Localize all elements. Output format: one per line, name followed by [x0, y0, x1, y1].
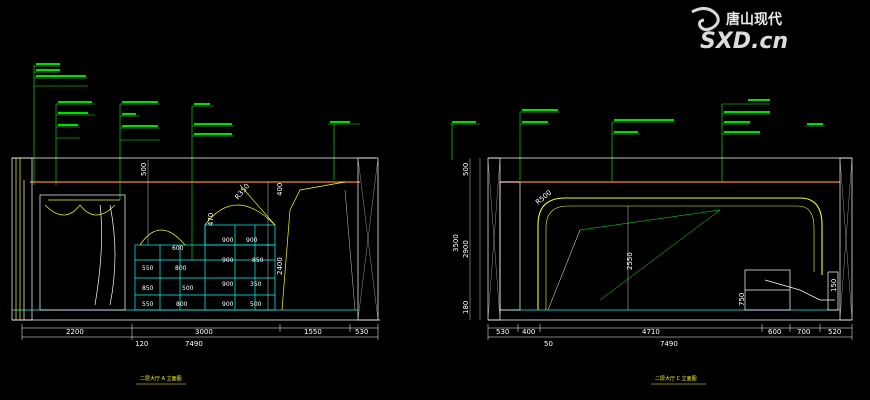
- elevation-a-shelf-cells: 900 900 550 800 900 850 500 900 850 550 …: [142, 237, 264, 308]
- elevation-a-angle-label: R350: [233, 182, 251, 201]
- elevation-c-dim: 530: [496, 328, 509, 336]
- watermark-logo: 唐山现代 SXD.cn: [691, 7, 788, 54]
- elevation-c-dim: 700: [797, 328, 810, 336]
- shelf-cell-value: 900: [222, 281, 234, 288]
- elevation-a-dim-sub: 120: [135, 340, 148, 348]
- elevation-a-vdim: 2400: [276, 257, 284, 275]
- elevation-a-notes: [36, 63, 350, 135]
- elevation-a-dimension-lines: [21, 324, 379, 340]
- elevation-a-vdim: 400: [276, 183, 284, 196]
- elevation-c-dim: 600: [768, 328, 781, 336]
- elevation-c-angle-label: R500: [534, 189, 553, 207]
- elevation-c-frame: [469, 157, 853, 321]
- elevation-c-vdim: 3500: [452, 234, 460, 252]
- shelf-cell-value: 900: [246, 237, 258, 244]
- shelf-cell-value: 500: [250, 301, 262, 308]
- elevation-a: 500 400 2400 R350 470 900 900 550 800 90…: [11, 63, 380, 385]
- watermark-brand-cn: 唐山现代: [726, 11, 782, 28]
- elevation-c-dim-total: 7490: [660, 340, 678, 348]
- shelf-cell-value: 900: [222, 301, 234, 308]
- elevation-c-vdim: 2550: [626, 252, 634, 270]
- shelf-cell-value: 800: [175, 265, 187, 272]
- elevation-a-dim: 3000: [195, 328, 213, 336]
- elevation-a-leaders: [33, 65, 360, 260]
- elevation-c-dim-sub: 50: [544, 340, 553, 348]
- elevation-c-dimension-lines: [487, 324, 853, 340]
- shelf-cell-value: 550: [142, 301, 154, 308]
- elevation-c-notes: [452, 99, 823, 133]
- shelf-cell-value: 600: [172, 245, 184, 252]
- elevation-c-vdim: 150: [830, 279, 838, 292]
- elevation-a-frame: [11, 157, 380, 321]
- shelf-cell-value: 350: [250, 281, 262, 288]
- elevation-c-dim: 520: [828, 328, 841, 336]
- shelf-cell-value: 800: [176, 301, 188, 308]
- elevation-a-dim-total: 7490: [185, 340, 203, 348]
- logo-swirl-icon: [691, 7, 720, 32]
- elevation-a-dim: 1550: [304, 328, 322, 336]
- shelf-cell-value: 850: [252, 257, 264, 264]
- elevation-a-angle-label: 470: [207, 213, 215, 226]
- watermark-brand-en: SXD.cn: [700, 29, 788, 54]
- shelf-cell-value: 850: [142, 285, 154, 292]
- elevation-c-title: 二层大厅 C 立面图: [655, 375, 697, 382]
- elevation-c-vertical-dims: 500 2900 3500 180 2550 750 150 R500: [452, 163, 838, 314]
- elevation-c-dim: 4710: [642, 328, 660, 336]
- elevation-a-title: 二层大厅 A 立面图: [140, 375, 182, 382]
- shelf-cell-value: 550: [142, 265, 154, 272]
- elevation-c-vdim: 500: [462, 163, 470, 176]
- shelf-cell-value: 900: [222, 257, 234, 264]
- elevation-c-vdim: 180: [462, 301, 470, 314]
- shelf-cell-value: 500: [182, 285, 194, 292]
- elevation-a-vdim: 500: [140, 163, 148, 176]
- shelf-cell-value: 900: [222, 237, 234, 244]
- elevation-c: 500 2900 3500 180 2550 750 150 R500 530 …: [450, 99, 853, 385]
- elevation-c-vdim: 2900: [462, 240, 470, 258]
- elevation-c-vdim: 750: [738, 293, 746, 306]
- elevation-c-dim: 400: [522, 328, 535, 336]
- elevation-c-leaders: [450, 103, 825, 182]
- elevation-a-dim: 2200: [66, 328, 84, 336]
- elevation-a-dim: 530: [355, 328, 368, 336]
